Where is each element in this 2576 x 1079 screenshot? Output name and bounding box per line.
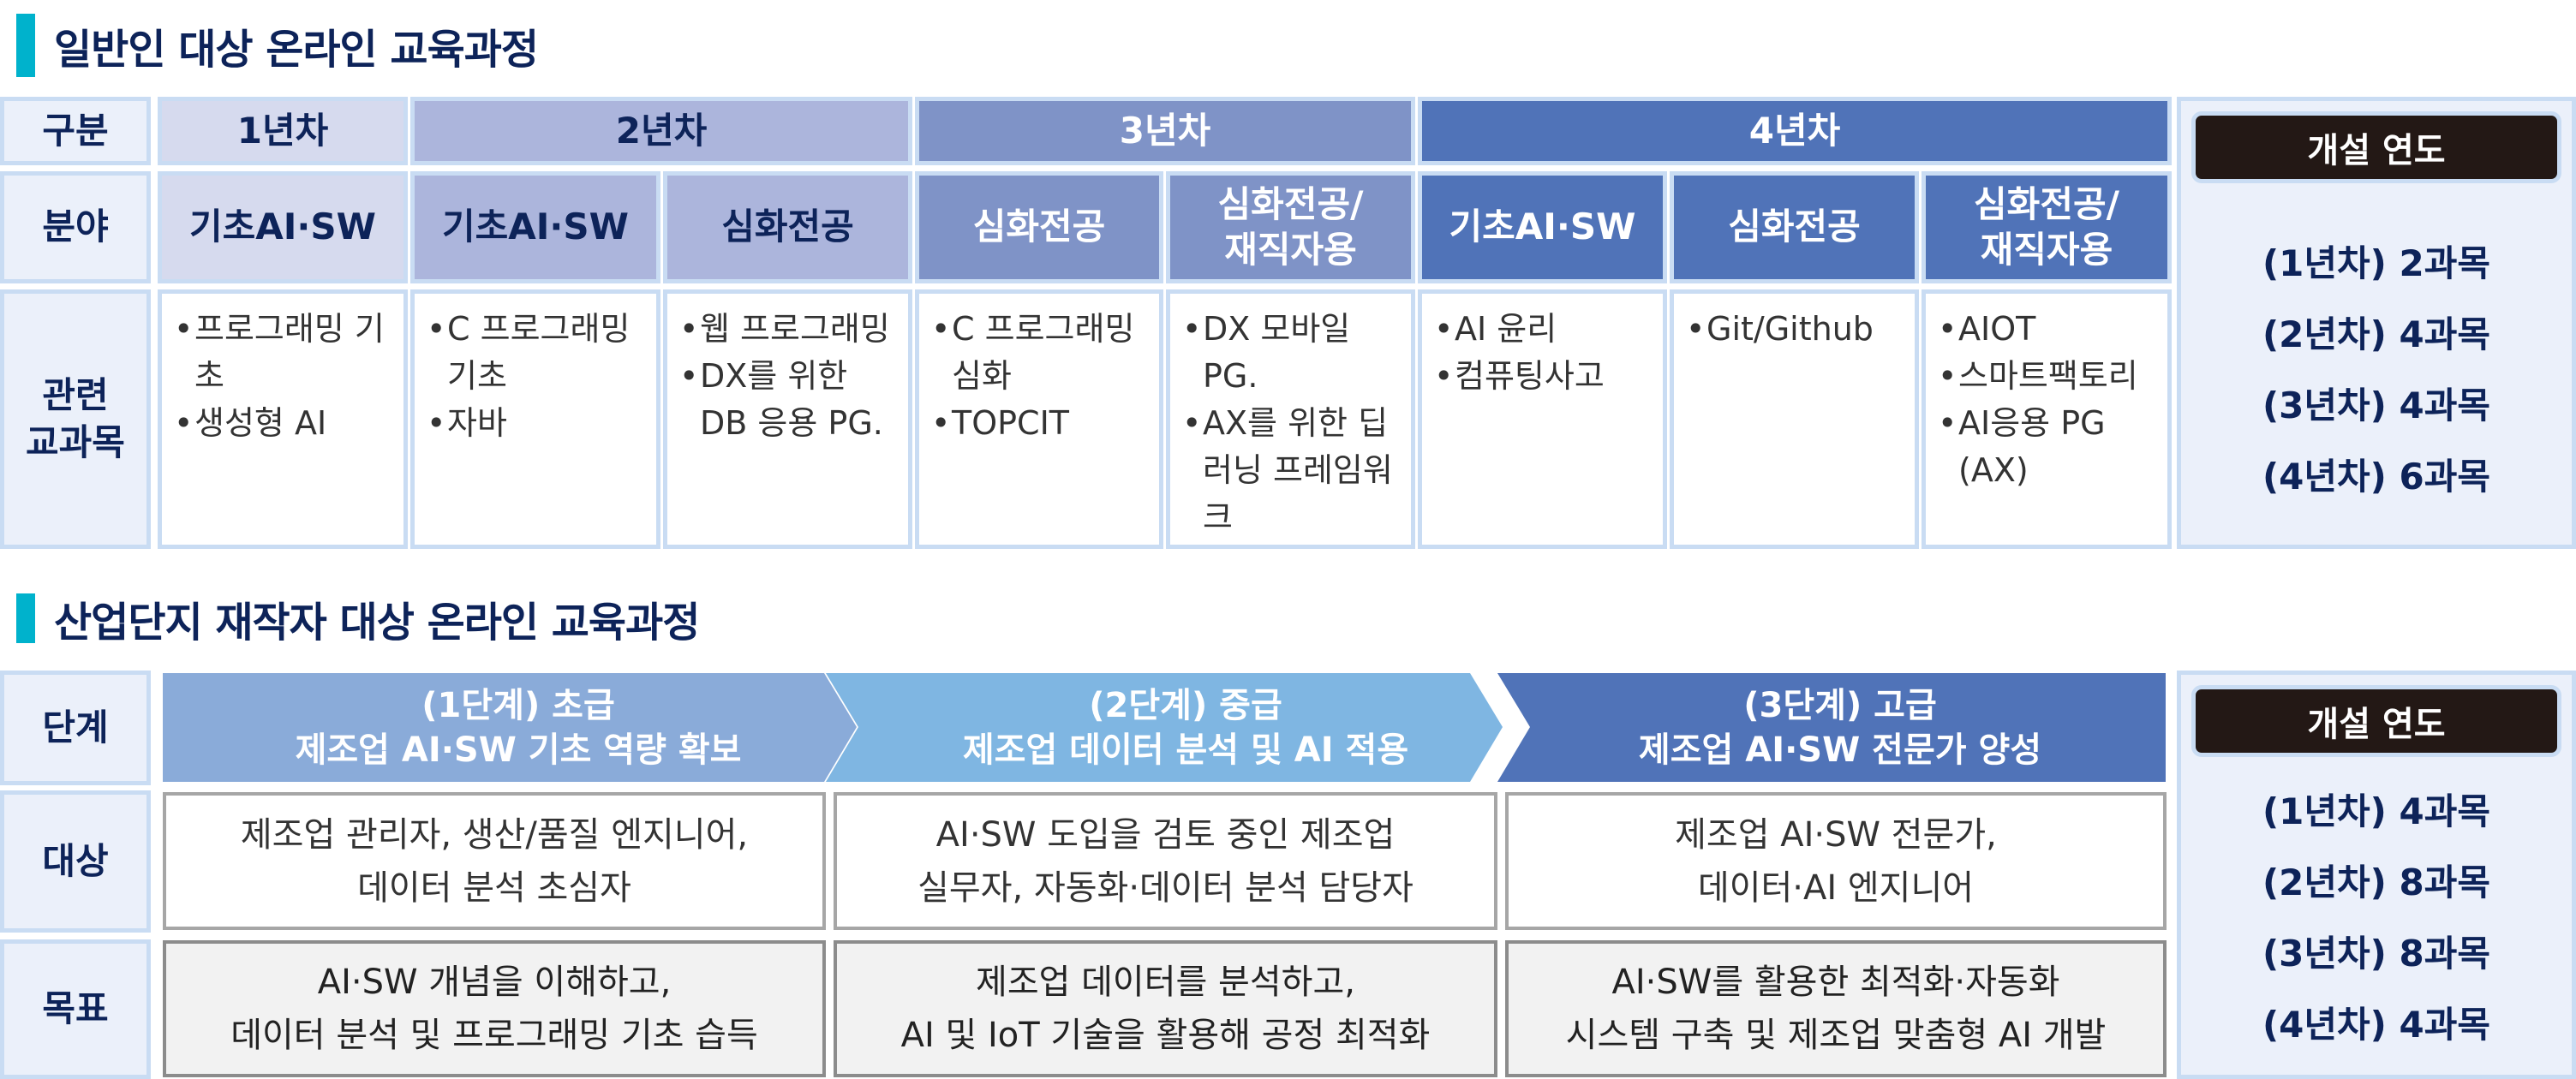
- course-item: TOPCIT: [928, 400, 1151, 447]
- chevron-arrow-icon: [826, 673, 1503, 782]
- row-label-target: 대상: [0, 790, 151, 933]
- courses-cell: 웹 프로그래밍 DX를 위한 DB 응용 PG.: [663, 289, 912, 549]
- goal-line: 데이터 분석 및 프로그래밍 기초 습득: [230, 1016, 758, 1055]
- stage-2-target: AI·SW 도입을 검토 중인 제조업 실무자, 자동화·데이터 분석 담당자: [834, 792, 1497, 930]
- course-count: (4년차) 4과목: [2262, 1004, 2491, 1046]
- target-line: 데이터·AI 엔지니어: [1697, 867, 1975, 908]
- course-item: 자바: [423, 400, 648, 447]
- stage-2-level: (2단계) 중급: [1089, 685, 1282, 725]
- course-item: 웹 프로그래밍: [676, 306, 900, 353]
- course-item: C 프로그래밍 기초: [423, 306, 648, 400]
- field-cell: 심화전공/ 재직자용: [1922, 171, 2172, 283]
- field-cell: 기초AI·SW: [410, 171, 660, 283]
- course-count: (1년차) 4과목: [2262, 790, 2491, 832]
- target-line: 데이터 분석 초심자: [357, 867, 631, 908]
- course-item: Git/Github: [1682, 306, 1874, 353]
- goal-line: 제조업 데이터를 분석하고,: [976, 963, 1355, 1002]
- course-count: (2년차) 4과목: [2262, 313, 2491, 355]
- year-header-4: 4년차: [1418, 97, 2172, 165]
- opening-year-badge: 개설 연도: [2191, 685, 2561, 757]
- course-count: (2년차) 8과목: [2262, 861, 2491, 903]
- row-label-division: 구분: [0, 97, 151, 165]
- course-count-list: (1년차) 4과목 (2년차) 8과목 (3년차) 8과목 (4년차) 4과목: [2181, 776, 2572, 1060]
- course-item: 컴퓨팅사고: [1431, 353, 1605, 400]
- stage-3-target: 제조업 AI·SW 전문가, 데이터·AI 엔지니어: [1505, 792, 2167, 930]
- course-item: DX 모바일 PG.: [1179, 306, 1402, 400]
- chevron-arrow-icon: [163, 673, 857, 782]
- goal-line: AI·SW 개념을 이해하고,: [317, 963, 672, 1002]
- stage-1-goal: AI·SW 개념을 이해하고, 데이터 분석 및 프로그래밍 기초 습득: [163, 940, 826, 1077]
- accent-bar: [16, 14, 35, 77]
- stage-1-target: 제조업 관리자, 생산/품질 엔지니어, 데이터 분석 초심자: [163, 792, 826, 930]
- courses-cell: C 프로그래밍 기초 자바: [410, 289, 660, 549]
- row-label-stage: 단계: [0, 671, 151, 785]
- courses-cell: AIOT 스마트팩토리 AI응용 PG (AX): [1922, 289, 2172, 549]
- courses-cell: DX 모바일 PG. AX를 위한 딥러닝 프레임워크: [1166, 289, 1415, 549]
- section2-title-text: 산업단지 재작자 대상 온라인 교육과정: [54, 599, 700, 647]
- row-label-courses: 관련 교과목: [0, 289, 151, 549]
- row-label-goal: 목표: [0, 939, 151, 1079]
- course-item: AI응용 PG (AX): [1934, 400, 2159, 494]
- row-label-field: 분야: [0, 171, 151, 283]
- courses-cell: Git/Github: [1670, 289, 1919, 549]
- target-line: 제조업 관리자, 생산/품질 엔지니어,: [240, 814, 749, 855]
- accent-bar: [16, 593, 35, 643]
- stage-3-chevron: (3단계) 고급 제조업 AI·SW 전문가 양성: [1497, 673, 2166, 782]
- section1-title-text: 일반인 대상 온라인 교육과정: [54, 26, 539, 74]
- year-header-3: 3년차: [915, 97, 1415, 165]
- target-line: 제조업 AI·SW 전문가,: [1675, 814, 1997, 855]
- opening-year-badge: 개설 연도: [2191, 111, 2561, 183]
- course-count: (1년차) 2과목: [2262, 242, 2491, 284]
- course-count: (3년차) 8과목: [2262, 933, 2491, 975]
- stage-2-chevron: (2단계) 중급 제조업 데이터 분석 및 AI 적용: [826, 673, 1528, 782]
- stage-2-description: 제조업 데이터 분석 및 AI 적용: [962, 730, 1409, 770]
- section2-title: 산업단지 재작자 대상 온라인 교육과정: [16, 587, 700, 650]
- field-cell: 기초AI·SW: [1418, 171, 1667, 283]
- target-line: 실무자, 자동화·데이터 분석 담당자: [917, 867, 1414, 908]
- stage-3-level: (3단계) 고급: [1743, 685, 1937, 725]
- course-item: DX를 위한 DB 응용 PG.: [676, 353, 900, 447]
- year-header-1: 1년차: [158, 97, 408, 165]
- section1-title: 일반인 대상 온라인 교육과정: [16, 14, 539, 77]
- course-item: C 프로그래밍 심화: [928, 306, 1151, 400]
- stage-2-goal: 제조업 데이터를 분석하고, AI 및 IoT 기술을 활용해 공정 최적화: [834, 940, 1497, 1077]
- field-cell: 심화전공: [663, 171, 912, 283]
- summary-panel-section2: 개설 연도 (1년차) 4과목 (2년차) 8과목 (3년차) 8과목 (4년차…: [2177, 671, 2576, 1079]
- courses-cell: C 프로그래밍 심화 TOPCIT: [915, 289, 1163, 549]
- stage-1-level: (1단계) 초급: [421, 685, 615, 725]
- stage-3-description: 제조업 AI·SW 전문가 양성: [1638, 730, 2042, 770]
- course-item: 프로그래밍 기초: [170, 306, 395, 400]
- goal-line: AI·SW를 활용한 최적화·자동화: [1611, 963, 2060, 1002]
- field-cell: 심화전공: [915, 171, 1163, 283]
- chevron-arrow-icon: [1497, 673, 2166, 782]
- stage-1-chevron: (1단계) 초급 제조업 AI·SW 기초 역량 확보: [163, 673, 874, 782]
- goal-line: AI 및 IoT 기술을 활용해 공정 최적화: [900, 1016, 1431, 1055]
- course-item: 스마트팩토리: [1934, 353, 2159, 400]
- course-item: AX를 위한 딥러닝 프레임워크: [1179, 400, 1402, 541]
- summary-panel-section1: 개설 연도 (1년차) 2과목 (2년차) 4과목 (3년차) 4과목 (4년차…: [2177, 97, 2576, 549]
- field-cell: 기초AI·SW: [158, 171, 408, 283]
- field-cell: 심화전공/ 재직자용: [1166, 171, 1415, 283]
- stage-1-description: 제조업 AI·SW 기초 역량 확보: [295, 730, 742, 770]
- courses-cell: 프로그래밍 기초 생성형 AI: [158, 289, 408, 549]
- course-item: AIOT: [1934, 306, 2159, 353]
- stage-3-goal: AI·SW를 활용한 최적화·자동화 시스템 구축 및 제조업 맞춤형 AI 개…: [1505, 940, 2167, 1077]
- course-item: 생성형 AI: [170, 400, 395, 447]
- field-cell: 심화전공: [1670, 171, 1919, 283]
- target-line: AI·SW 도입을 검토 중인 제조업: [935, 814, 1396, 855]
- course-count: (3년차) 4과목: [2262, 385, 2491, 426]
- course-item: AI 윤리: [1431, 306, 1605, 353]
- year-header-2: 2년차: [410, 97, 912, 165]
- course-count: (4년차) 6과목: [2262, 456, 2491, 498]
- courses-cell: AI 윤리 컴퓨팅사고: [1418, 289, 1667, 549]
- course-count-list: (1년차) 2과목 (2년차) 4과목 (3년차) 4과목 (4년차) 6과목: [2181, 228, 2572, 512]
- goal-line: 시스템 구축 및 제조업 맞춤형 AI 개발: [1565, 1016, 2107, 1055]
